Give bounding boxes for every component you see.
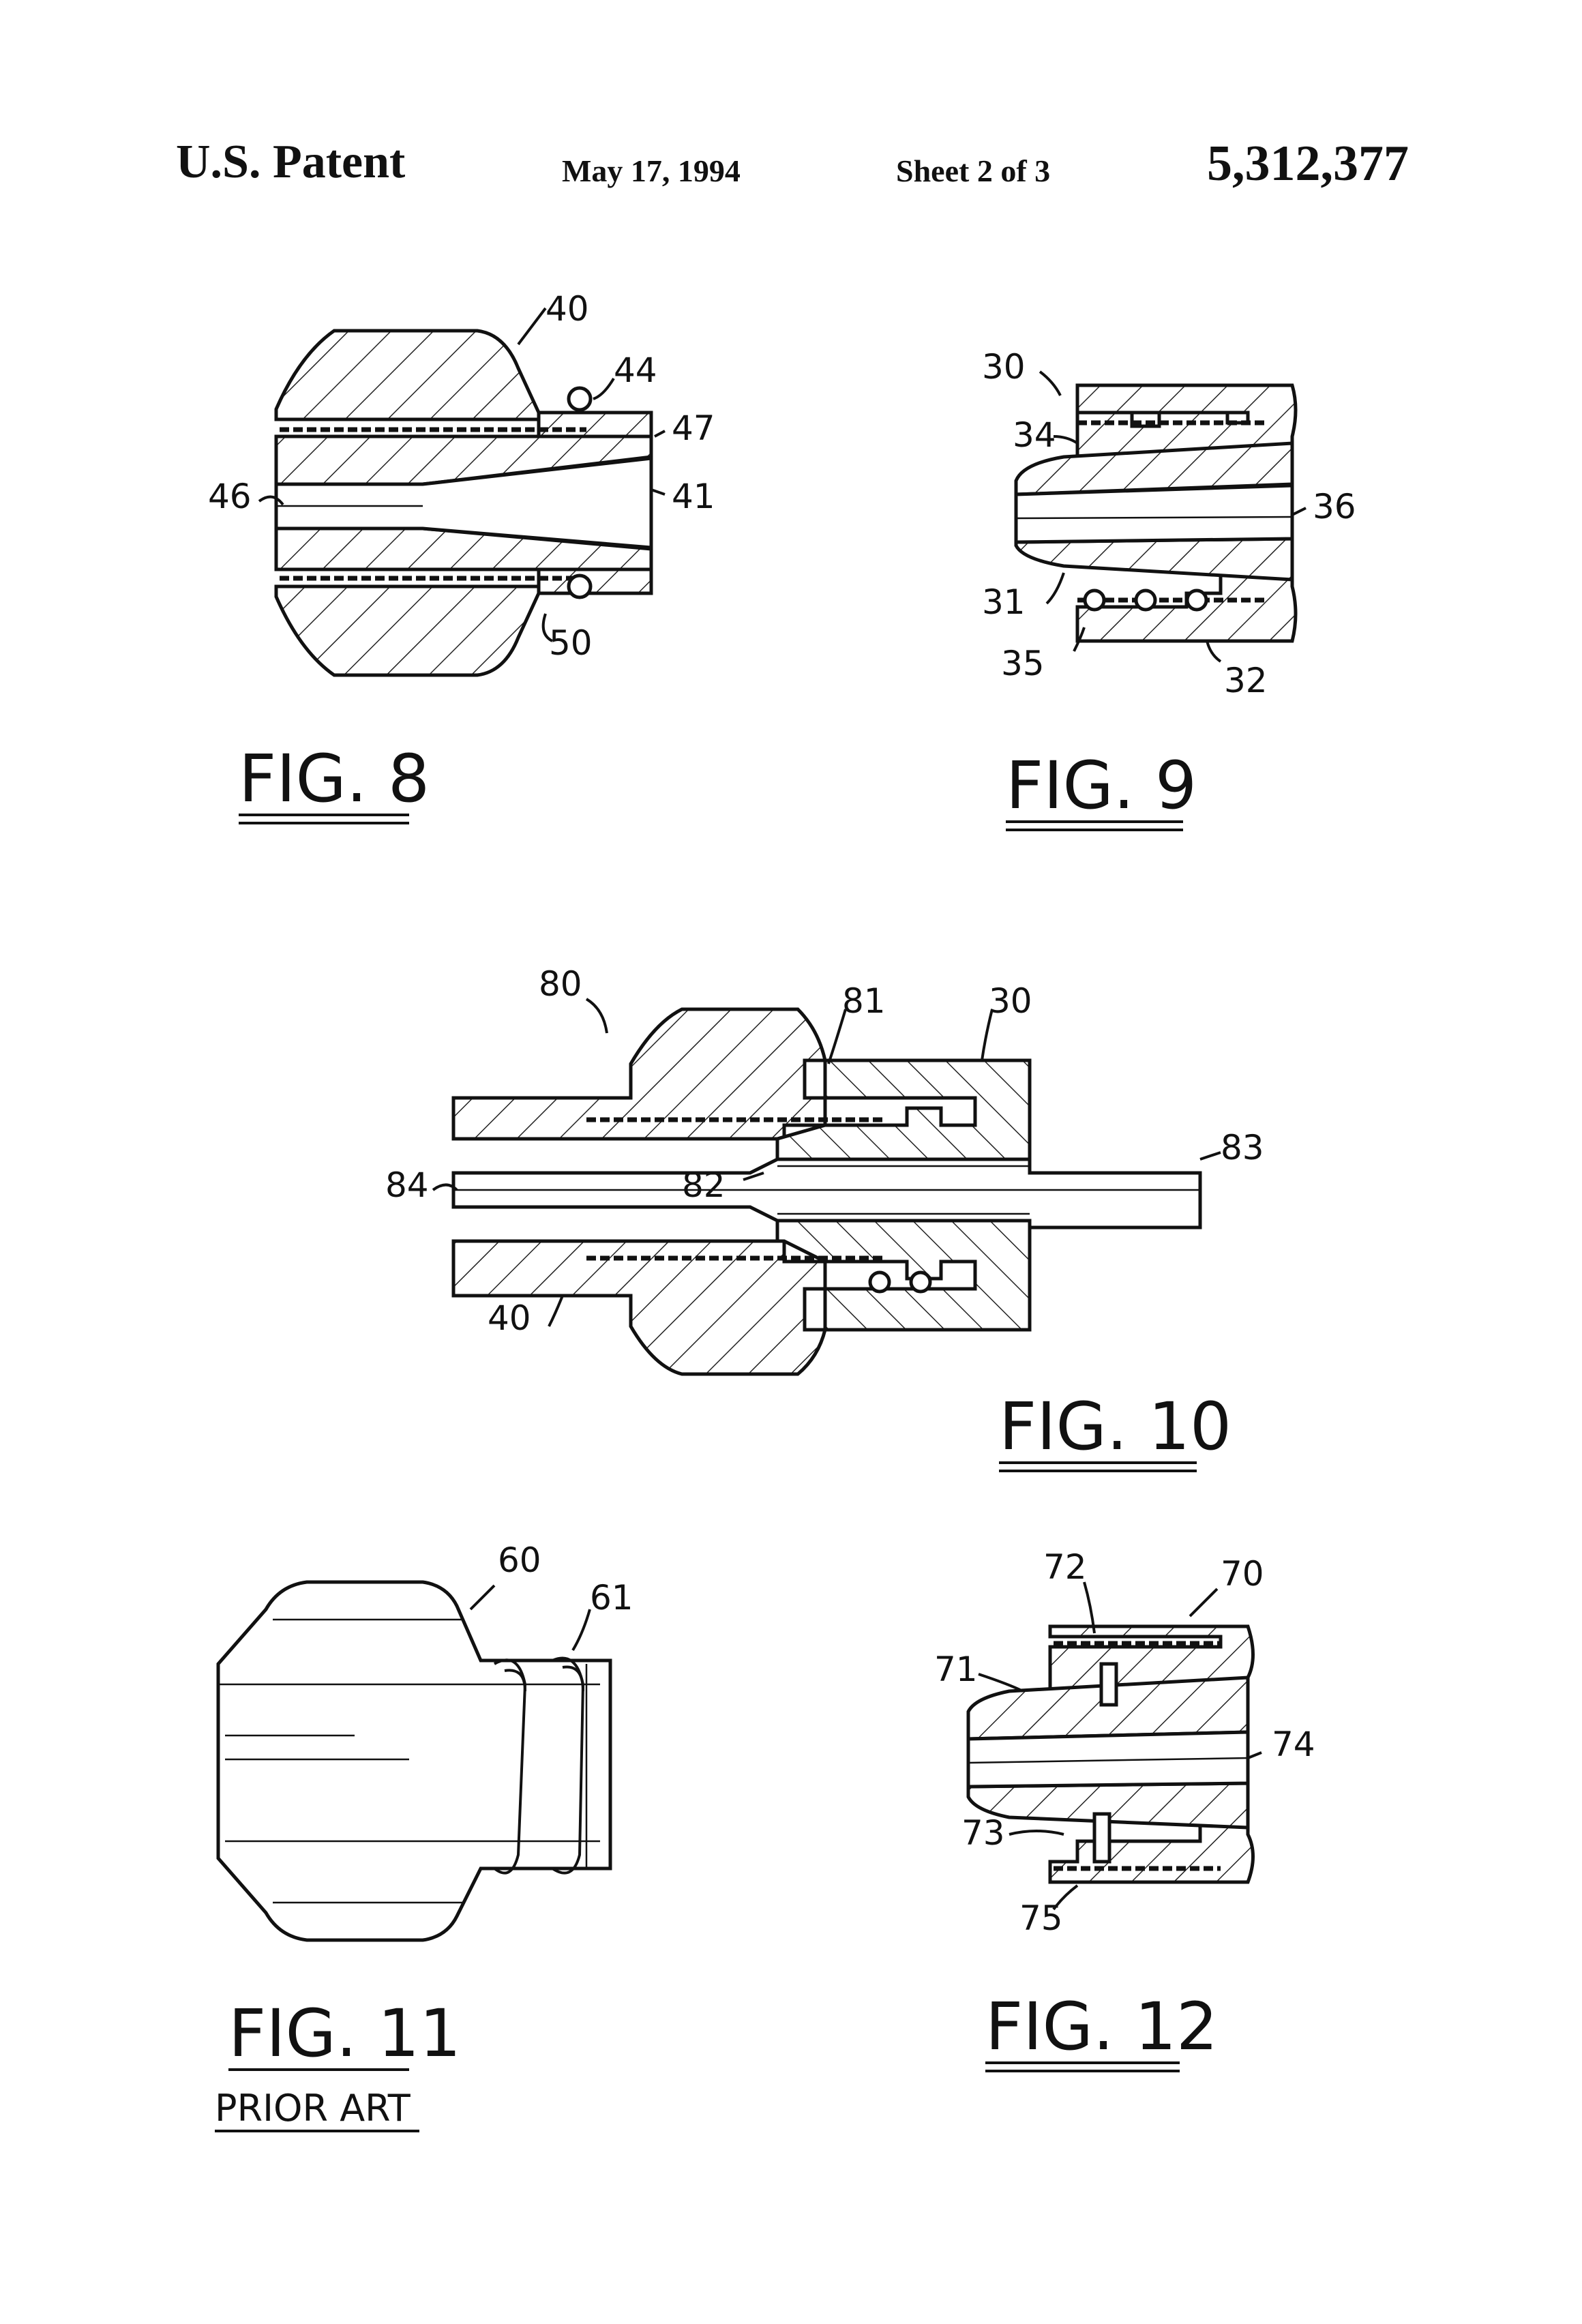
fig8-ref-40: 40 (546, 289, 589, 329)
fig12-pin-upper (1101, 1664, 1116, 1705)
fig12-label: FIG. 12 (985, 1988, 1218, 2065)
fig11-ref-60: 60 (498, 1540, 541, 1580)
fig11-body-outline (218, 1582, 610, 1940)
fig8-ref-46: 46 (208, 477, 252, 516)
fig8-lower-body (276, 586, 566, 675)
figure-11: 60 61 FIG. 11 PRIOR ART (215, 1540, 633, 2131)
fig11-label: FIG. 11 (228, 1995, 461, 2072)
fig12-ref-74: 74 (1272, 1725, 1315, 1764)
fig10-ref-82: 82 (682, 1165, 726, 1205)
fig10-ref-40: 40 (488, 1298, 531, 1338)
fig12-ref-72: 72 (1043, 1547, 1087, 1587)
fig12-ref-73: 73 (961, 1813, 1005, 1853)
fig8-upper-body (276, 331, 566, 419)
fig11-ref-61: 61 (590, 1578, 633, 1618)
fig12-ref-70: 70 (1221, 1554, 1264, 1594)
fig12-pin-lower (1094, 1814, 1109, 1862)
fig10-ref-80: 80 (539, 964, 582, 1004)
fig10-ref-81: 81 (842, 981, 886, 1021)
fig9-ref-34: 34 (1013, 415, 1056, 455)
fig10-bore (453, 1159, 1200, 1227)
fig8-ref-47: 47 (672, 408, 715, 448)
fig11-prior-art: PRIOR ART (215, 2087, 411, 2130)
fig10-label: FIG. 10 (999, 1388, 1232, 1465)
fig9-tapered-pin-bottom (1016, 539, 1292, 580)
fig10-ref-84: 84 (385, 1165, 429, 1205)
fig12-ref-75: 75 (1019, 1898, 1063, 1938)
fig9-bore (1016, 486, 1292, 542)
fig9-ref-36: 36 (1313, 487, 1356, 526)
fig10-ref-30: 30 (989, 981, 1032, 1021)
figure-9: 30 34 36 31 35 32 FIG. 9 (982, 347, 1356, 830)
fig8-ref-50: 50 (549, 623, 593, 663)
fig9-label: FIG. 9 (1006, 747, 1197, 824)
fig8-ref-41: 41 (672, 477, 715, 516)
fig9-ref-31: 31 (982, 582, 1026, 622)
fig9-ref-30: 30 (982, 347, 1026, 387)
fig10-ref-83: 83 (1221, 1128, 1264, 1167)
figure-12: 70 72 71 74 73 75 FIG. 12 (934, 1547, 1315, 2071)
fig8-ref-44: 44 (614, 351, 657, 390)
figure-8: 40 44 47 41 46 50 FIG. 8 (208, 289, 715, 823)
fig9-ref-32: 32 (1224, 661, 1268, 700)
fig8-label: FIG. 8 (239, 741, 430, 817)
fig9-ref-35: 35 (1001, 644, 1045, 683)
figure-10: 80 81 30 83 84 82 40 FIG. 10 (385, 964, 1264, 1471)
fig12-ref-71: 71 (934, 1650, 978, 1689)
